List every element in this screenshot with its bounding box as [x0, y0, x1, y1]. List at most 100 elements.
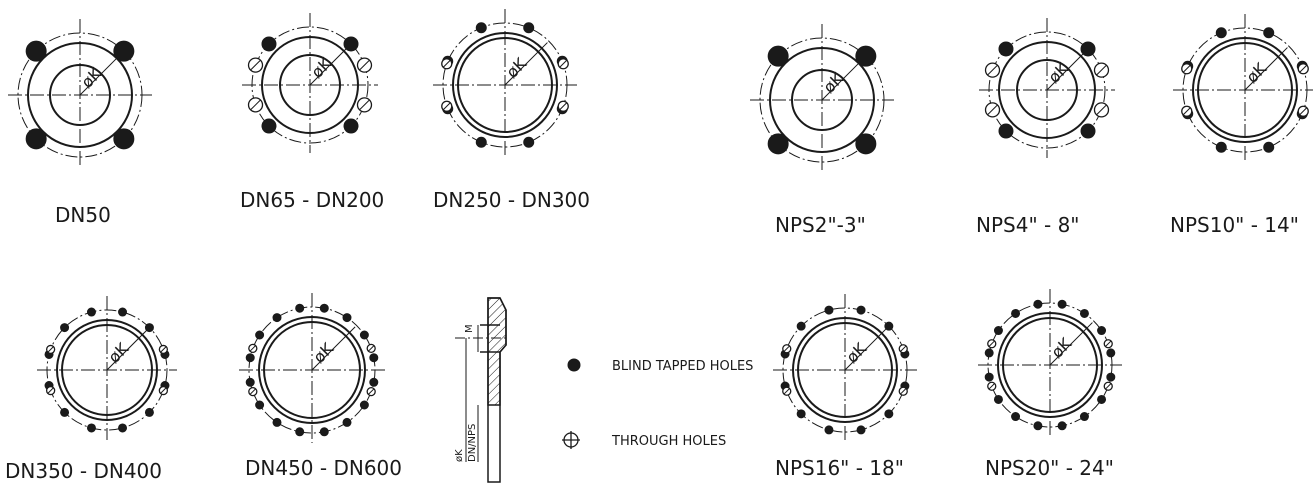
- tapped-hole: [884, 409, 894, 419]
- diameter-leader: [1046, 50, 1087, 91]
- tapped-hole: [60, 323, 70, 333]
- tapped-hole: [343, 118, 359, 134]
- tapped-hole: [1097, 326, 1107, 336]
- tapped-hole: [272, 417, 282, 427]
- tapped-hole: [86, 307, 96, 317]
- bore-ring: [1002, 317, 1098, 413]
- flange-view: [1173, 14, 1313, 162]
- flange-view: [773, 294, 917, 442]
- tapped-hole: [1033, 421, 1043, 431]
- tapped-hole: [1263, 27, 1275, 39]
- flange-size-label: DN450 - DN600: [245, 456, 402, 480]
- tapped-hole: [272, 313, 282, 323]
- outer-ring: [998, 41, 1096, 139]
- outer-ring: [997, 312, 1103, 418]
- bore-ring: [1197, 42, 1293, 138]
- through-hole-mark: [987, 104, 998, 116]
- through-hole-mark: [368, 345, 375, 352]
- flange-view: [242, 13, 378, 153]
- tapped-hole: [984, 348, 994, 358]
- bore-ring: [797, 322, 893, 418]
- through-hole-mark: [900, 345, 907, 352]
- legend-tapped-hole-icon: [567, 358, 581, 372]
- tapped-hole: [343, 36, 359, 52]
- through-hole-mark: [359, 99, 370, 111]
- tapped-hole: [523, 136, 535, 148]
- bore-ring: [1016, 59, 1078, 121]
- legend-through-hole-icon: [562, 431, 580, 449]
- bolt-circle: [987, 302, 1113, 428]
- diameter-label: øK: [502, 54, 530, 82]
- tapped-hole: [767, 133, 789, 155]
- tapped-hole: [1263, 141, 1275, 153]
- through-hole-mark: [47, 387, 54, 394]
- flange-size-label: DN50: [55, 203, 111, 227]
- tapped-hole: [984, 372, 994, 382]
- tapped-hole: [25, 40, 47, 62]
- tapped-hole: [1079, 412, 1089, 422]
- through-hole-mark: [442, 102, 451, 111]
- flange-size-label: NPS16" - 18": [775, 456, 904, 480]
- tapped-hole: [369, 353, 379, 363]
- tapped-hole: [118, 423, 128, 433]
- through-hole-mark: [559, 59, 568, 68]
- tapped-hole: [1011, 308, 1021, 318]
- tapped-hole: [1011, 412, 1021, 422]
- tapped-hole: [118, 307, 128, 317]
- tapped-hole: [824, 305, 834, 315]
- diameter-label: øK: [309, 339, 337, 367]
- flange-size-label: NPS2"-3": [775, 213, 866, 237]
- tapped-hole: [796, 321, 806, 331]
- through-hole-mark: [987, 64, 998, 76]
- tapped-hole: [25, 128, 47, 150]
- bolt-circle: [251, 26, 369, 144]
- legend-through-label: THROUGH HOLES: [611, 434, 726, 449]
- through-hole-mark: [250, 59, 261, 71]
- diameter-leader: [311, 326, 356, 371]
- flange-view: [8, 19, 152, 167]
- bolt-circle: [442, 22, 568, 148]
- tapped-hole: [86, 423, 96, 433]
- through-hole-mark: [783, 388, 790, 395]
- through-hole-mark: [1299, 107, 1308, 116]
- tapped-hole: [1097, 394, 1107, 404]
- tapped-hole: [255, 400, 265, 410]
- tapped-hole: [245, 353, 255, 363]
- tapped-hole: [1080, 123, 1096, 139]
- diameter-leader: [821, 57, 865, 101]
- bolt-circle: [1182, 27, 1308, 153]
- through-hole-mark: [1096, 104, 1107, 116]
- bolt-circle: [17, 32, 143, 158]
- tapped-hole: [993, 326, 1003, 336]
- diameter-label: øK: [1044, 59, 1072, 87]
- tapped-hole: [60, 407, 70, 417]
- diameter-leader: [504, 42, 548, 86]
- through-hole-mark: [1182, 107, 1191, 116]
- through-hole-mark: [160, 346, 167, 353]
- bore-ring: [61, 324, 153, 416]
- bore-ring: [457, 37, 553, 133]
- tapped-hole: [113, 40, 135, 62]
- tapped-hole: [1106, 348, 1116, 358]
- tapped-hole: [255, 330, 265, 340]
- tapped-hole: [856, 305, 866, 315]
- diameter-leader: [309, 45, 350, 86]
- bolt-circle: [248, 306, 376, 434]
- bore-ring: [263, 321, 361, 419]
- through-hole-mark: [250, 99, 261, 111]
- bore-ring: [49, 64, 111, 126]
- flange-size-label: NPS4" - 8": [976, 213, 1080, 237]
- bolt-circle: [988, 31, 1106, 149]
- tapped-hole: [1057, 299, 1067, 309]
- tapped-hole: [998, 123, 1014, 139]
- diameter-label: øK: [1242, 59, 1270, 87]
- outer-ring: [769, 47, 875, 153]
- through-hole-mark: [900, 388, 907, 395]
- through-hole-mark: [359, 59, 370, 71]
- outer-ring: [56, 319, 158, 421]
- tapped-hole: [1215, 27, 1227, 39]
- flange-view: [37, 296, 177, 440]
- diameter-label: øK: [104, 339, 132, 367]
